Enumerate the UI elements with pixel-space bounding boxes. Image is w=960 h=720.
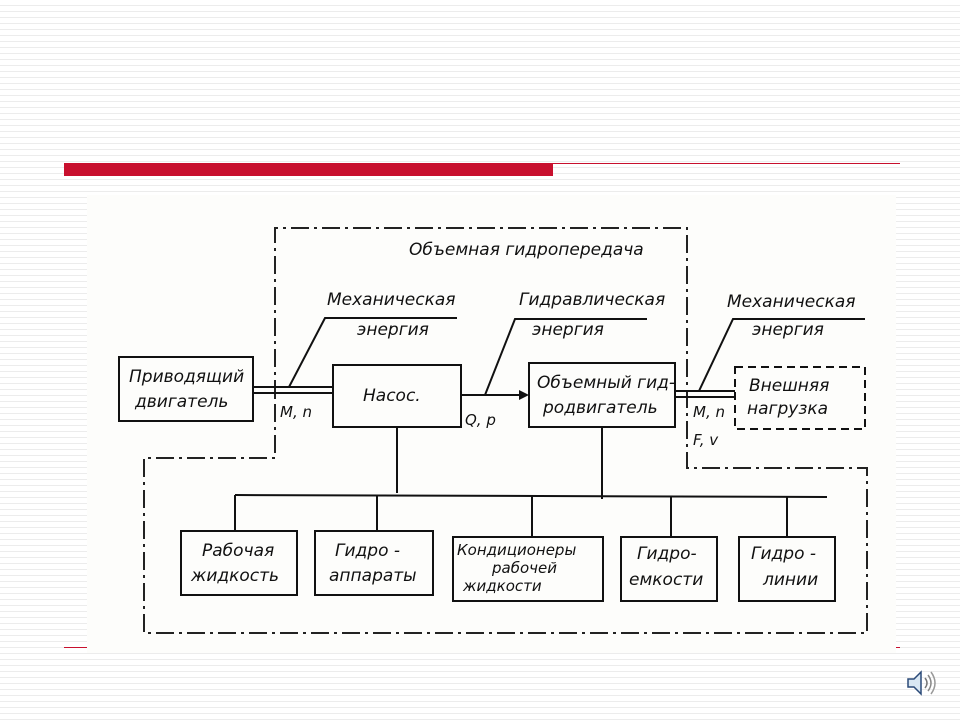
external-load-box bbox=[734, 366, 866, 430]
hydromotor-label-2: родвигатель bbox=[542, 398, 658, 418]
component-4-line-1: Гидро- bbox=[637, 544, 697, 564]
driving-motor-box bbox=[118, 356, 254, 422]
pump-label: Насос. bbox=[363, 386, 421, 406]
mech-energy-in-label-2: энергия bbox=[357, 320, 429, 340]
flow-arrow-icon bbox=[519, 390, 529, 400]
component-box-4 bbox=[620, 536, 718, 602]
speaker-icon[interactable] bbox=[904, 666, 938, 700]
component-box-1 bbox=[180, 530, 298, 596]
component-1-line-2: жидкость bbox=[190, 566, 279, 586]
component-5-line-1: Гидро - bbox=[751, 544, 816, 564]
component-box-3 bbox=[452, 536, 604, 602]
param-mn-right: M, n bbox=[693, 403, 725, 421]
component-2-line-1: Гидро - bbox=[335, 541, 400, 561]
transmission-frame bbox=[143, 227, 868, 634]
component-3-line-3: жидкости bbox=[462, 577, 542, 595]
speaker-icon-graphic bbox=[907, 670, 936, 696]
hydraulic-transmission-diagram: Объемная гидропередача Приводящий двигат… bbox=[118, 227, 868, 634]
external-load-label-1: Внешняя bbox=[749, 376, 829, 396]
driving-motor-label-1: Приводящий bbox=[129, 367, 244, 387]
component-3-line-2: рабочей bbox=[491, 559, 557, 577]
mech-energy-in-label-1: Механическая bbox=[327, 290, 456, 310]
mech-energy-out-label-2: энергия bbox=[752, 320, 824, 340]
driving-motor-label-2: двигатель bbox=[134, 392, 228, 412]
component-5-line-2: линии bbox=[762, 570, 818, 590]
component-box-5 bbox=[738, 536, 836, 602]
param-fv: F, v bbox=[693, 431, 719, 449]
hydraulic-energy-leader bbox=[484, 318, 647, 396]
component-box-2 bbox=[314, 530, 434, 596]
hydromotor-label-1: Объемный гид- bbox=[537, 373, 675, 393]
component-4-line-2: емкости bbox=[629, 570, 703, 590]
mech-energy-out-label-1: Механическая bbox=[727, 292, 856, 312]
title-underline bbox=[64, 163, 900, 164]
param-mn-left: M, n bbox=[280, 403, 312, 421]
mech-energy-out-leader bbox=[698, 318, 865, 392]
param-qp: Q, p bbox=[465, 411, 496, 429]
component-3-line-1: Кондиционеры bbox=[457, 541, 576, 559]
hydraulic-energy-label-1: Гидравлическая bbox=[519, 290, 665, 310]
component-1-line-1: Рабочая bbox=[202, 541, 274, 561]
component-2-line-2: аппараты bbox=[329, 566, 417, 586]
external-load-label-2: нагрузка bbox=[747, 399, 828, 419]
hydraulic-energy-label-2: энергия bbox=[532, 320, 604, 340]
frame-title: Объемная гидропередача bbox=[409, 240, 644, 260]
title-accent-bar bbox=[64, 164, 553, 176]
diagram-image: Объемная гидропередача Приводящий двигат… bbox=[87, 195, 896, 653]
mech-energy-in-leader bbox=[288, 317, 457, 388]
